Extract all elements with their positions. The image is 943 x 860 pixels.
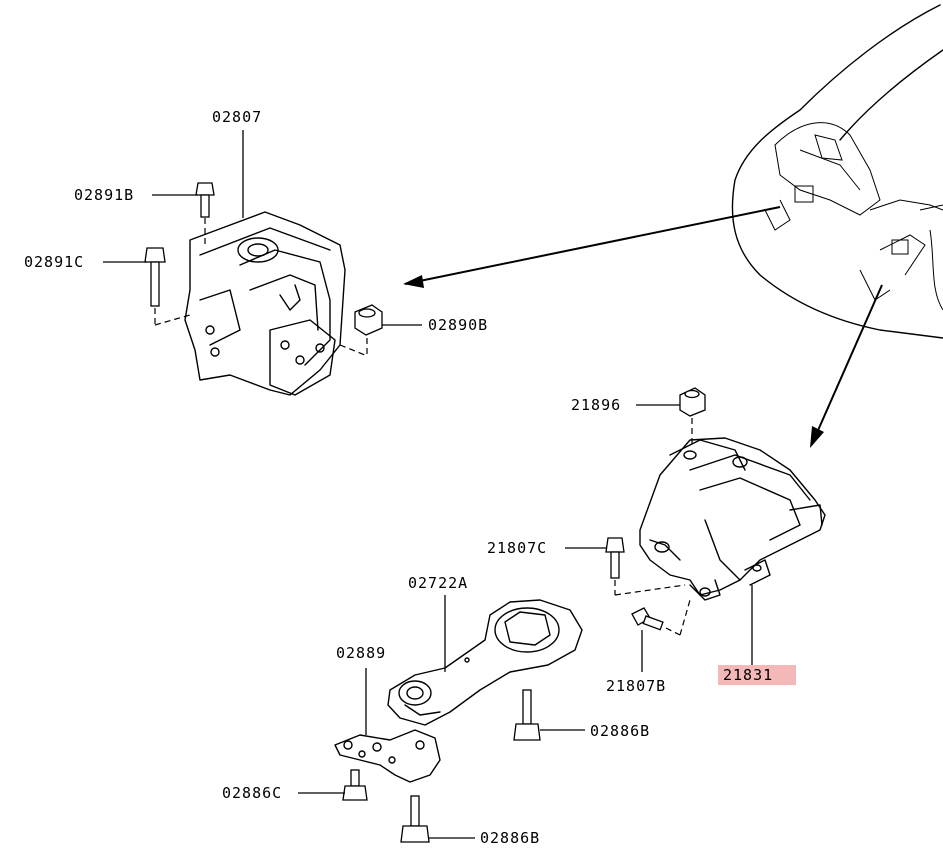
torque-rod-02722A: [387, 599, 583, 726]
label-02889[interactable]: 02889: [336, 644, 386, 662]
engine-mount-02807: [184, 211, 346, 396]
nut-02890B: [339, 304, 383, 356]
leader-lines-upper: [103, 130, 422, 326]
transmission-mount-21831: [639, 437, 826, 601]
label-21831[interactable]: 21831: [723, 666, 773, 684]
reference-arrows: [403, 206, 883, 448]
vehicle-body-outline: [731, 4, 943, 339]
label-02891B[interactable]: 02891B: [74, 186, 134, 204]
bolt-02891B: [195, 182, 215, 245]
bolt-02886B-upper: [513, 689, 541, 741]
label-21807B[interactable]: 21807B: [606, 677, 666, 695]
leader-lines-lower: [298, 595, 585, 839]
highlight-21831: [718, 665, 796, 685]
label-02891C[interactable]: 02891C: [24, 253, 84, 271]
label-02807[interactable]: 02807: [212, 108, 262, 126]
label-02890B[interactable]: 02890B: [428, 316, 488, 334]
leader-lines-right: [565, 404, 753, 672]
label-02886C[interactable]: 02886C: [222, 784, 282, 802]
bolt-21807B: [631, 599, 691, 636]
label-02886B-lower[interactable]: 02886B: [480, 829, 540, 847]
bolt-02886B-lower: [400, 795, 430, 843]
bolt-02886C: [342, 769, 368, 801]
label-21807C[interactable]: 21807C: [487, 539, 547, 557]
bolt-21807C: [605, 537, 686, 596]
nut-21896: [679, 387, 706, 445]
label-02722A[interactable]: 02722A: [408, 574, 468, 592]
bolt-02891C: [144, 247, 191, 326]
bracket-02889: [334, 729, 441, 783]
label-21896[interactable]: 21896: [571, 396, 621, 414]
label-02886B-upper[interactable]: 02886B: [590, 722, 650, 740]
